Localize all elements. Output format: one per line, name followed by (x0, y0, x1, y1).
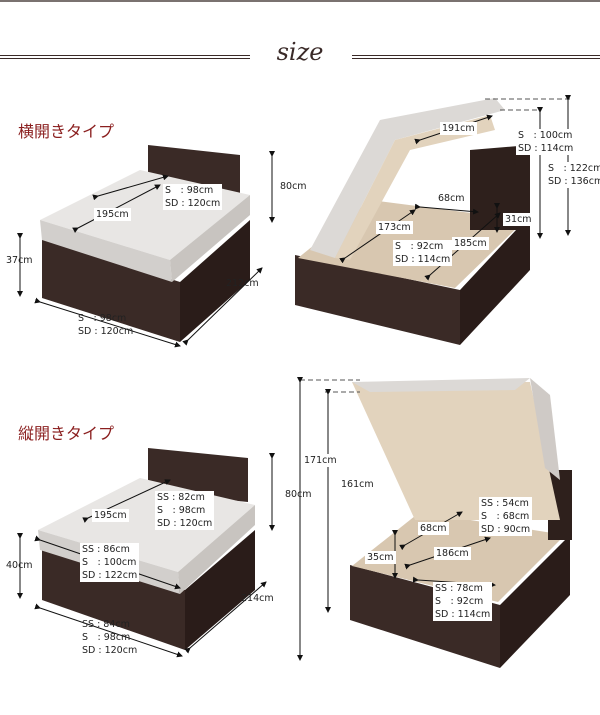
height-label: 80cm (285, 489, 312, 500)
width-s: S : 92cm (435, 596, 484, 607)
top-border (0, 0, 600, 2)
heading-rule-left (0, 55, 250, 59)
width-sd: SD : 122cm (82, 570, 138, 581)
base-height-label: 40cm (6, 560, 33, 571)
width-s: S : 98cm (165, 185, 214, 196)
mattress-width-label: S : 98cm SD : 120cm (163, 184, 223, 210)
storage-depth-label: 68cm (418, 522, 449, 535)
storage-diagonal-label: 173cm (376, 221, 413, 234)
height-s: S : 122cm (548, 163, 600, 174)
width-ss: SS : 86cm (82, 544, 130, 555)
width-sd: SD : 120cm (157, 518, 213, 529)
storage-height-label: 31cm (503, 213, 534, 226)
width-s: S : 98cm (82, 632, 131, 643)
width-sd: SD : 120cm (82, 645, 138, 656)
base-height-label: 37cm (6, 255, 33, 266)
storage-length-label: 186cm (434, 547, 471, 560)
width-sd: SD : 114cm (435, 609, 491, 620)
width-s: S : 92cm (395, 241, 444, 252)
storage-width-label: SS : 78cm S : 92cm SD : 114cm (433, 582, 493, 621)
width-sd: SD : 120cm (165, 198, 221, 209)
width-ss: SS : 54cm (481, 498, 529, 509)
section-title-vertical-open: 縦開きタイプ (18, 424, 115, 443)
frame-width-label: SS : 84cm S : 98cm SD : 120cm (82, 618, 137, 657)
total-length-label: 212cm (226, 278, 259, 289)
length-label: 195cm (92, 509, 129, 522)
width-ss: SS : 78cm (435, 583, 483, 594)
storage-length-label: 185cm (452, 237, 489, 250)
width-s: S : 98cm (78, 313, 127, 324)
height-sd: SD : 136cm (548, 176, 600, 187)
bed-vertical-open-closed (17, 448, 275, 658)
lid-height-high-label: S : 122cm SD : 136cm (546, 162, 600, 188)
length-label: 195cm (94, 208, 131, 221)
bed-vertical-open-opened (297, 377, 572, 668)
width-s: S : 100cm (82, 557, 137, 568)
frame-width-top-label: SS : 86cm S : 100cm SD : 122cm (80, 543, 140, 582)
section-title-side-open: 横開きタイプ (18, 122, 115, 141)
width-sd: SD : 120cm (78, 326, 134, 337)
frame-width-label: S : 98cm SD : 120cm (78, 312, 133, 338)
lid-height-low-label: S : 100cm SD : 114cm (516, 129, 576, 155)
storage-width-label: S : 92cm SD : 114cm (393, 240, 453, 266)
width-s: S : 98cm (157, 505, 206, 516)
lid-open-height-label: 161cm (339, 478, 376, 491)
width-ss: SS : 82cm (157, 492, 205, 503)
storage-height-label: 35cm (365, 551, 396, 564)
height-sd: SD : 114cm (518, 143, 574, 154)
storage-depth-label: 68cm (436, 192, 467, 205)
total-length-label: 214cm (241, 593, 274, 604)
bed-side-open-closed (17, 145, 275, 348)
width-sd: SD : 90cm (481, 524, 531, 535)
total-open-height-label: 171cm (302, 454, 339, 467)
lid-length-label: 191cm (440, 122, 477, 135)
width-sd: SD : 114cm (395, 254, 451, 265)
mattress-width-label: SS : 82cm S : 98cm SD : 120cm (155, 491, 215, 530)
width-s: S : 68cm (481, 511, 530, 522)
width-ss: SS : 84cm (82, 619, 130, 630)
page-heading: size (276, 38, 324, 66)
height-label: 80cm (280, 181, 307, 192)
heading-rule-right (352, 55, 600, 59)
height-s: S : 100cm (518, 130, 573, 141)
storage-inner-width-label: SS : 54cm S : 68cm SD : 90cm (479, 497, 533, 536)
